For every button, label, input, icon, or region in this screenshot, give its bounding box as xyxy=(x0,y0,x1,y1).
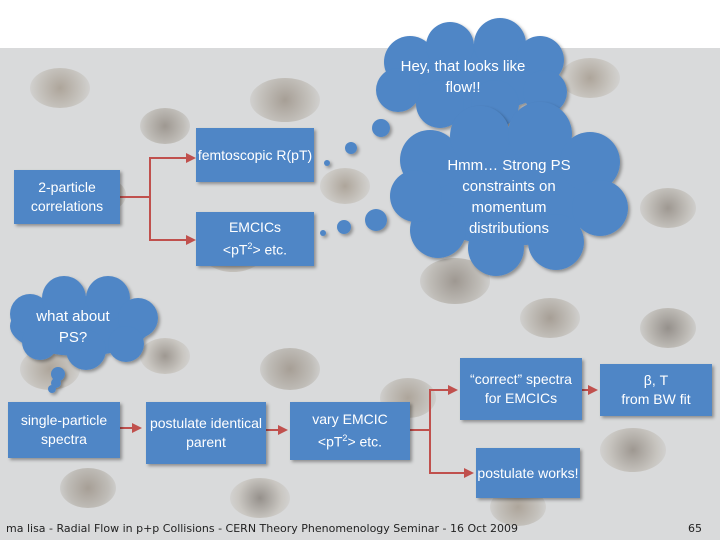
two-particle-correlations-box: 2-particle correlations xyxy=(14,170,120,224)
page-number: 65 xyxy=(688,522,702,535)
thought-bubble xyxy=(320,230,326,236)
thought-bubble xyxy=(365,209,387,231)
postulate-works-label: postulate works! xyxy=(477,464,579,481)
emcics-label-line1: EMCICs xyxy=(228,219,282,236)
postulate-parent-box: postulate identical parent xyxy=(146,402,266,464)
what-ps-cloud-text: what about PS? xyxy=(36,308,110,346)
flow-cloud-text: Hey, that looks like flow!! xyxy=(400,58,526,96)
arrow-to-correct-spectra xyxy=(410,385,458,431)
thought-bubble xyxy=(51,367,65,381)
thought-bubble xyxy=(337,220,351,234)
flow-cloud xyxy=(376,18,567,128)
single-particle-spectra-label: single-particle spectra xyxy=(20,412,108,447)
two-particle-correlations-label: 2-particle correlations xyxy=(30,179,104,214)
footer-text: ma lisa - Radial Flow in p+p Collisions … xyxy=(6,522,519,535)
thought-bubble xyxy=(345,142,357,154)
arrow-to-femtoscopic xyxy=(120,153,196,198)
strong-ps-cloud xyxy=(390,102,628,276)
thought-bubble xyxy=(324,160,330,166)
femtoscopic-label: femtoscopic R(pT) xyxy=(197,146,313,163)
beta-t-label-line2: from BW fit xyxy=(621,391,691,407)
beta-t-box: β, T from BW fit xyxy=(600,364,712,416)
correct-spectra-label: “correct” spectra for EMCICs xyxy=(470,371,572,406)
thought-bubble xyxy=(372,119,390,137)
postulate-parent-label: postulate identical parent xyxy=(149,415,263,450)
beta-t-label-line1: β, T xyxy=(643,372,669,388)
what-ps-cloud xyxy=(10,276,158,370)
arrow-to-postulate-works xyxy=(429,430,474,478)
emcics-box: EMCICs <pT2> etc. xyxy=(196,212,314,266)
arrow-to-emcics xyxy=(149,197,196,245)
emcics-label-line2: <pT2> etc. xyxy=(222,241,288,258)
vary-emcic-label-line2: <pT2> etc. xyxy=(317,433,383,450)
vary-emcic-box: vary EMCIC <pT2> etc. xyxy=(290,402,410,460)
vary-emcic-label-line1: vary EMCIC xyxy=(312,411,388,428)
postulate-works-box: postulate works! xyxy=(476,448,580,498)
strong-ps-cloud-text: Hmm… Strong PS constraints on momentum d… xyxy=(447,157,571,237)
femtoscopic-box: femtoscopic R(pT) xyxy=(196,128,314,182)
correct-spectra-box: “correct” spectra for EMCICs xyxy=(460,358,582,420)
single-particle-spectra-box: single-particle spectra xyxy=(8,402,120,458)
